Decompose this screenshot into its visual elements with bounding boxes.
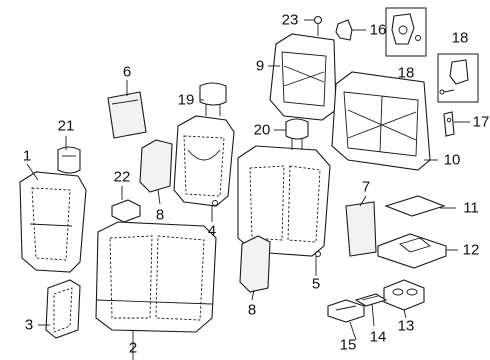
callout-2: 2 [129, 340, 137, 357]
part-10-frame-right [331, 71, 431, 171]
part-1-seat-back-left [19, 171, 87, 273]
part-2-seat-cushion [95, 221, 217, 333]
callout-14: 14 [370, 329, 387, 346]
part-20-headrest-right [285, 118, 309, 150]
callout-5: 5 [312, 276, 320, 293]
part-23-screw [313, 15, 323, 36]
part-18-latch-right [437, 53, 479, 103]
callout-1: 1 [23, 148, 31, 165]
part-17-striker [443, 111, 455, 137]
part-14-latch-cover [354, 293, 388, 307]
callout-15: 15 [340, 337, 357, 354]
callout-20: 20 [254, 122, 271, 139]
part-19-headrest-center [199, 82, 227, 116]
part-9-frame-left [269, 33, 337, 121]
callout-21: 21 [58, 118, 75, 135]
callout-7: 7 [362, 179, 370, 196]
callout-6: 6 [123, 64, 131, 81]
callout-8-upper: 8 [156, 207, 164, 224]
callout-10: 10 [444, 152, 461, 169]
part-4-seat-back-center [173, 115, 235, 207]
callout-8-lower: 8 [248, 302, 256, 319]
part-5-seat-back-right [237, 145, 331, 257]
callout-22: 22 [114, 169, 131, 186]
part-18-latch-upper [385, 7, 427, 57]
callout-4: 4 [208, 223, 216, 240]
callout-11: 11 [463, 200, 479, 217]
callout-9: 9 [256, 58, 264, 75]
part-7-trim-panel [345, 201, 377, 257]
part-16-hinge-bracket [335, 19, 353, 41]
part-13-cupholder [383, 279, 425, 311]
part-21-headrest-left [57, 146, 81, 174]
part-3-side-bolster [45, 279, 81, 339]
part-6-rear-panel [107, 91, 147, 139]
callout-12: 12 [463, 242, 480, 259]
callout-3: 3 [25, 317, 33, 334]
callout-18-upper: 18 [398, 65, 415, 82]
callout-23: 23 [282, 12, 299, 29]
callout-16: 16 [370, 22, 387, 39]
leader-lines [26, 19, 470, 360]
part-8-back-cover-lower [239, 235, 271, 293]
callout-labels: 1 2 3 4 5 6 7 8 8 9 10 11 12 13 14 15 16… [23, 12, 490, 357]
part-12-bracket-tray [377, 233, 447, 269]
callout-19: 19 [178, 92, 195, 109]
callout-18-right: 18 [452, 30, 469, 47]
part-11-flat-pad [384, 195, 446, 217]
callout-13: 13 [398, 318, 415, 335]
part-15-handle-bezel [327, 299, 365, 323]
part-22-pad-block [111, 199, 141, 223]
part-8-back-cover-upper [139, 139, 173, 193]
callout-17: 17 [473, 114, 490, 131]
